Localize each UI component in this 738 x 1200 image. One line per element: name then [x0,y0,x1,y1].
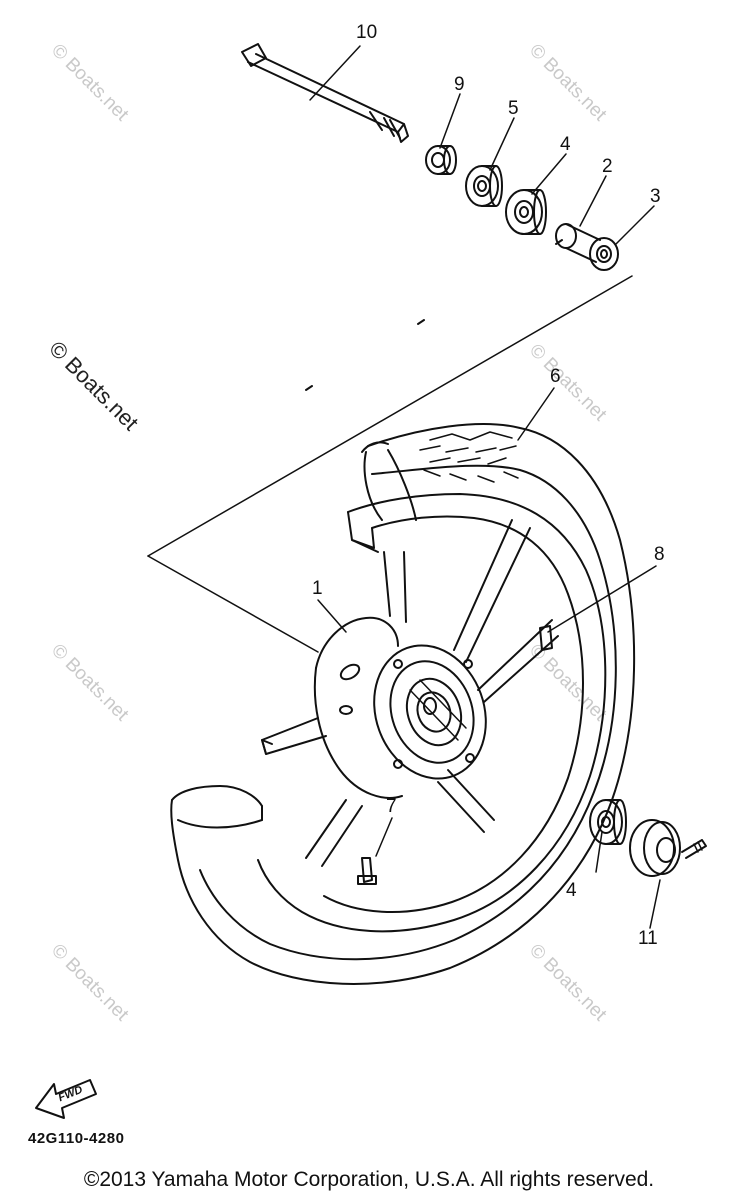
axle-part [241,43,409,143]
callout-9: 9 [454,74,465,95]
callout-2: 2 [602,156,613,177]
callout-6: 6 [550,366,561,387]
collar-part [555,223,619,271]
callout-8: 8 [654,544,665,565]
leader-lines [309,45,661,929]
balance-weight-part [539,625,553,651]
rim-part [257,493,607,933]
callout-11: 11 [638,928,658,949]
fwd-arrow-icon [35,1079,97,1119]
spokes [261,519,559,867]
valve-part [357,857,377,885]
callout-3: 3 [650,186,661,207]
spacer-part [425,145,457,175]
copyright-notice: ©2013 Yamaha Motor Corporation, U.S.A. A… [83,1168,655,1191]
tire-part [170,423,636,985]
assembly-lines [147,239,633,653]
hub-part [313,616,487,799]
bearing-part [589,799,627,845]
part-code: 42G110-4280 [28,1130,125,1147]
bearing-part [465,165,503,207]
gear-unit-part [629,819,707,877]
callout-4-upper: 4 [560,134,571,155]
bearing-part [505,189,547,235]
callout-1: 1 [312,578,323,599]
callout-5: 5 [508,98,519,119]
callout-10: 10 [356,22,378,43]
callout-7: 7 [386,796,397,817]
callout-4-lower: 4 [566,880,577,901]
